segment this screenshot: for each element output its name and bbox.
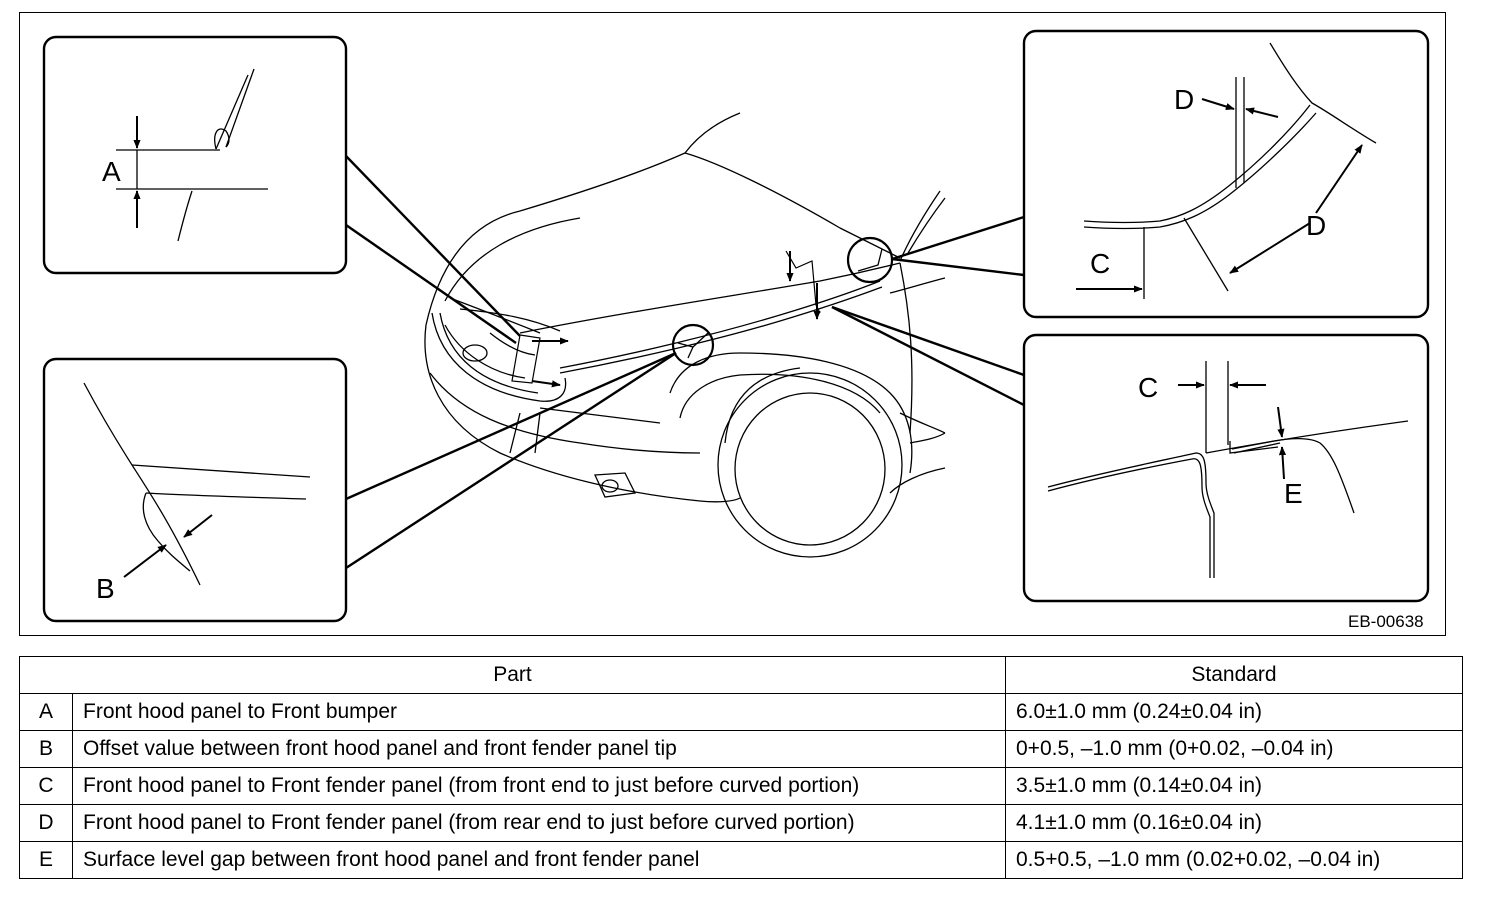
inset-cd: D C D <box>1022 29 1430 319</box>
callout-d-right: D <box>1306 210 1326 241</box>
inset-a: A <box>42 35 348 275</box>
diagram-figure: A B <box>19 12 1446 636</box>
table-row: D Front hood panel to Front fender panel… <box>19 804 1463 842</box>
leader-lines <box>345 155 1025 570</box>
callout-b: B <box>96 573 115 604</box>
table-header-row: Part Standard <box>19 656 1463 694</box>
row-part: Offset value between front hood panel an… <box>72 730 1006 768</box>
header-standard: Standard <box>1005 656 1463 694</box>
callout-c-top: C <box>1090 248 1110 279</box>
table-row: A Front hood panel to Front bumper 6.0±1… <box>19 693 1463 731</box>
table-row: B Offset value between front hood panel … <box>19 730 1463 768</box>
row-standard: 0+0.5, –1.0 mm (0+0.02, –0.04 in) <box>1005 730 1463 768</box>
car-illustration <box>424 112 946 558</box>
diagram-svg: A B <box>42 29 1430 631</box>
detail-circle-b <box>671 323 715 367</box>
row-standard: 3.5±1.0 mm (0.14±0.04 in) <box>1005 767 1463 805</box>
table-row: E Surface level gap between front hood p… <box>19 841 1463 879</box>
inset-ce: C E <box>1022 333 1430 603</box>
row-part: Front hood panel to Front bumper <box>72 693 1006 731</box>
callout-e: E <box>1284 478 1303 509</box>
car-arrows <box>531 251 821 388</box>
callout-c-bottom: C <box>1138 372 1158 403</box>
row-standard: 6.0±1.0 mm (0.24±0.04 in) <box>1005 693 1463 731</box>
row-standard: 4.1±1.0 mm (0.16±0.04 in) <box>1005 804 1463 842</box>
row-code: D <box>19 804 73 842</box>
spec-table: Part Standard A Front hood panel to Fron… <box>19 656 1463 879</box>
row-part: Front hood panel to Front fender panel (… <box>72 804 1006 842</box>
row-code: A <box>19 693 73 731</box>
header-part: Part <box>19 656 1006 694</box>
row-code: B <box>19 730 73 768</box>
detail-circle-cd <box>846 236 894 284</box>
inset-b: B <box>42 357 348 623</box>
row-part: Front hood panel to Front fender panel (… <box>72 767 1006 805</box>
callout-d-top: D <box>1174 84 1194 115</box>
row-part: Surface level gap between front hood pan… <box>72 841 1006 879</box>
figure-id: EB-00638 <box>1348 612 1424 631</box>
callout-a: A <box>102 156 121 187</box>
row-code: C <box>19 767 73 805</box>
row-standard: 0.5+0.5, –1.0 mm (0.02+0.02, –0.04 in) <box>1005 841 1463 879</box>
row-code: E <box>19 841 73 879</box>
table-row: C Front hood panel to Front fender panel… <box>19 767 1463 805</box>
